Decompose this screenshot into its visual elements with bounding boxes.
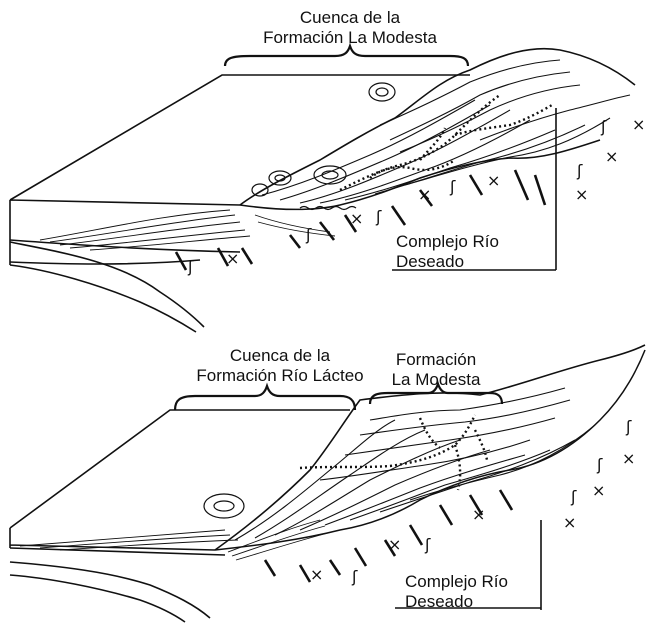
fault-symbol: ʃ — [351, 567, 358, 586]
cross-symbol: × — [632, 115, 645, 134]
upper-basin-brace — [225, 46, 468, 66]
lower-basin-label-line-2: Formación Río Lácteo — [180, 366, 380, 386]
upper-cone-4 — [252, 184, 268, 196]
fault-symbol: ʃ — [449, 177, 456, 196]
cross-symbol: × — [388, 535, 401, 554]
cross-symbol: × — [350, 209, 363, 228]
upper-complex-label-line-2: Deseado — [396, 252, 499, 272]
upper-top-surface — [10, 75, 470, 200]
lower-complex-label-line-2: Deseado — [405, 592, 508, 612]
upper-basin-label-line-2: Formación La Modesta — [230, 28, 470, 48]
lower-cone-1 — [204, 494, 244, 518]
lower-drainage — [300, 415, 475, 468]
cross-symbol: × — [418, 185, 431, 204]
lower-basin-brace — [175, 386, 355, 410]
cross-symbol: × — [575, 185, 588, 204]
fault-symbol: ʃ — [596, 455, 603, 474]
lower-cones — [204, 494, 244, 518]
upper-cones — [252, 83, 395, 196]
upper-cone-2 — [314, 166, 346, 184]
cross-symbol: × — [605, 147, 618, 166]
cross-symbol: × — [226, 249, 239, 268]
lower-formation-label: Formación La Modesta — [376, 350, 496, 390]
cross-symbol: × — [592, 481, 605, 500]
fault-symbol: ʃ — [625, 417, 632, 436]
fault-symbol: ʃ — [424, 535, 431, 554]
upper-basin-label: Cuenca de la Formación La Modesta — [230, 8, 470, 48]
fault-symbol: ʃ — [570, 487, 577, 506]
lower-complex-label: Complejo Río Deseado — [405, 572, 508, 612]
upper-subsurface-curve-2 — [10, 265, 196, 332]
fault-symbol: ʃ — [600, 117, 607, 136]
lower-basin-label: Cuenca de la Formación Río Lácteo — [180, 346, 380, 386]
cross-symbol: × — [622, 449, 635, 468]
upper-subsurface-layer-2 — [10, 260, 200, 264]
upper-subsurface-curve — [10, 242, 204, 327]
upper-front-face — [10, 200, 240, 265]
fault-symbol: ʃ — [305, 225, 312, 244]
upper-relief-outline — [240, 49, 635, 205]
lower-formation-label-line-1: Formación — [376, 350, 496, 370]
lower-formation-label-line-2: La Modesta — [376, 370, 496, 390]
cross-symbol: × — [472, 505, 485, 524]
lower-complex-label-line-1: Complejo Río — [405, 572, 508, 592]
fault-symbol: ʃ — [375, 207, 382, 226]
upper-cone-1 — [369, 83, 395, 101]
cross-symbol: × — [310, 565, 323, 584]
cross-symbol: × — [563, 513, 576, 532]
lower-basin-label-line-1: Cuenca de la — [180, 346, 380, 366]
lower-subsurface-curve-2 — [10, 575, 185, 622]
upper-basin-fill — [40, 210, 335, 250]
upper-drainage — [340, 95, 500, 190]
upper-complex-label: Complejo Río Deseado — [396, 232, 499, 272]
cross-symbol: × — [487, 171, 500, 190]
upper-subsurface-layer-1 — [10, 240, 240, 252]
lower-subsurface-curve — [10, 562, 210, 618]
upper-complex-label-line-1: Complejo Río — [396, 232, 499, 252]
fault-symbol: ʃ — [187, 257, 194, 276]
fault-symbol: ʃ — [576, 161, 583, 180]
upper-cone-3 — [269, 171, 291, 185]
upper-basin-label-line-1: Cuenca de la — [230, 8, 470, 28]
